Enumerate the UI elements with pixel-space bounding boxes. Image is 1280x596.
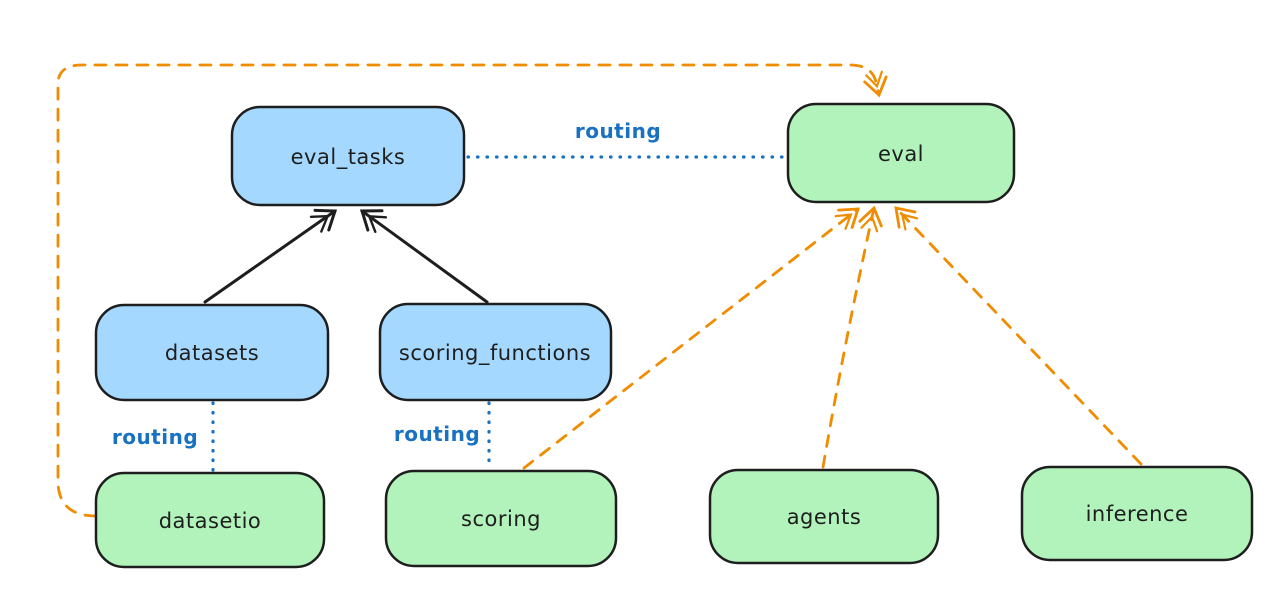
edge-inference-to-eval xyxy=(894,206,1143,466)
node-inference: inference xyxy=(1020,465,1254,562)
node-agents: agents xyxy=(708,468,940,565)
node-eval-tasks-box xyxy=(230,105,466,207)
edge-scoring-functions-to-eval-tasks xyxy=(359,209,489,304)
node-scoring-label: scoring xyxy=(461,507,541,531)
node-scoring-functions-box xyxy=(378,302,613,402)
node-datasetio-box xyxy=(94,471,326,569)
node-datasetio-label: datasetio xyxy=(159,509,262,533)
edge-agents-to-eval xyxy=(821,205,883,469)
node-scoring: scoring xyxy=(384,469,618,568)
edge-label-routing-middle: routing xyxy=(394,422,480,446)
node-scoring-functions: scoring_functions xyxy=(378,302,613,402)
node-datasetio: datasetio xyxy=(94,471,326,569)
edge-label-routing-left: routing xyxy=(112,425,198,449)
node-agents-box xyxy=(708,468,940,565)
edge-scoring-to-eval xyxy=(522,207,860,470)
node-agents-label: agents xyxy=(787,505,862,529)
node-inference-box xyxy=(1020,465,1254,562)
node-datasets-box xyxy=(94,303,330,402)
node-eval-box xyxy=(786,102,1016,204)
edge-datasets-to-eval-tasks xyxy=(203,208,338,304)
node-scoring-functions-label: scoring_functions xyxy=(399,341,591,366)
node-inference-label: inference xyxy=(1086,502,1189,526)
node-datasets-label: datasets xyxy=(165,341,259,365)
edge-datasetio-to-eval xyxy=(56,63,888,518)
node-eval: eval xyxy=(786,102,1016,204)
node-eval-tasks-label: eval_tasks xyxy=(291,145,406,170)
node-datasets: datasets xyxy=(94,303,330,402)
node-eval-tasks: eval_tasks xyxy=(230,105,466,207)
node-eval-label: eval xyxy=(878,142,924,166)
edge-label-routing-top: routing xyxy=(575,119,661,143)
node-scoring-box xyxy=(384,469,618,568)
